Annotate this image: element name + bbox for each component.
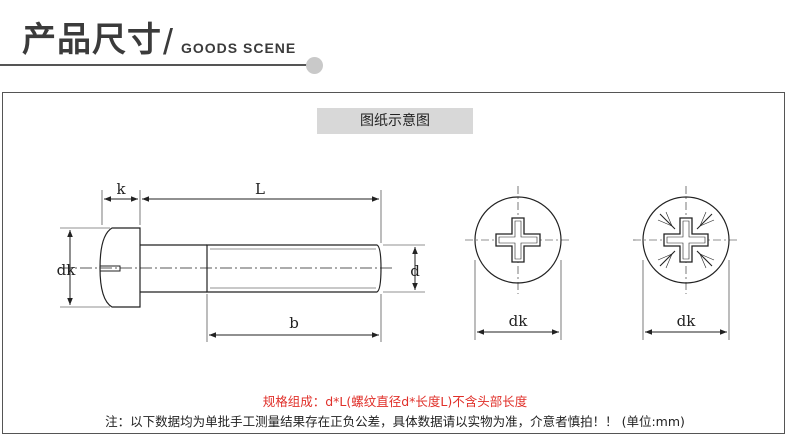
dim-d <box>383 244 425 293</box>
dim-label-k: k <box>116 180 126 198</box>
title-divider-slash: / <box>163 21 174 62</box>
dim-label-dk-cross: dk <box>509 312 529 330</box>
drawing-frame <box>2 92 785 434</box>
dim-dk-pozi <box>642 260 730 340</box>
measurement-disclaimer: 注：以下数据均为单批手工测量结果存在正负公差，具体数据请以实物为准，介意者慎拍！… <box>105 414 685 429</box>
spec-composition-note: 规格组成：d*L(螺纹直径d*长度L)不含头部长度 <box>262 394 528 409</box>
page-header: 产品尺寸 / GOODS SCENE <box>0 0 790 80</box>
screw-side-view <box>60 227 395 308</box>
dim-label-dk-side: dk <box>57 261 77 279</box>
dim-L <box>142 190 382 243</box>
dim-label-b: b <box>289 314 299 332</box>
dim-label-L: L <box>255 180 265 198</box>
phillips-head-top-view <box>465 186 571 294</box>
header-dot-icon <box>306 57 323 74</box>
dim-b <box>206 294 382 342</box>
header-underline <box>0 64 312 66</box>
dim-label-d: d <box>410 262 420 280</box>
section-title: 产品尺寸 <box>22 20 162 60</box>
drawing-caption: 图纸示意图 <box>317 108 473 134</box>
dim-dk-side <box>60 227 110 308</box>
pozidriv-head-top-view <box>633 186 739 294</box>
dim-k <box>101 190 141 225</box>
dim-dk-cross <box>474 260 562 340</box>
dim-label-dk-pozi: dk <box>677 312 697 330</box>
section-subtitle: GOODS SCENE <box>181 40 297 56</box>
